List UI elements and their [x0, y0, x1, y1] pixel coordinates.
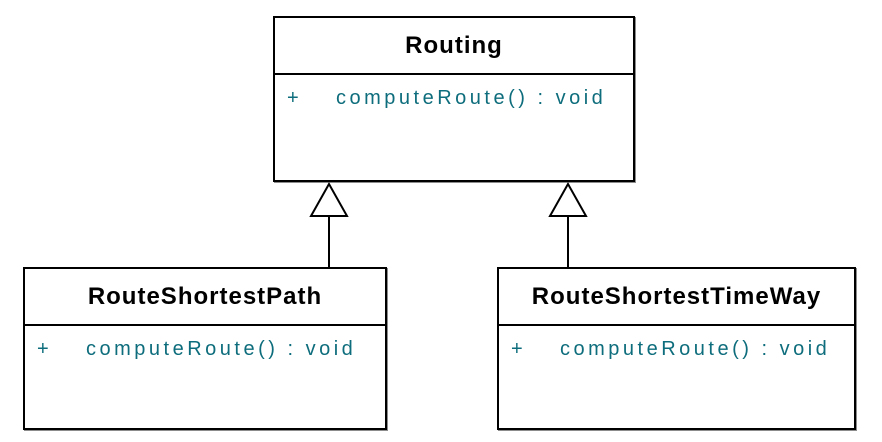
method-row: + computeRoute() : void [25, 326, 385, 361]
hollow-triangle-arrowhead-icon [309, 181, 349, 217]
class-name-routeshortesttimeway: RouteShortestTimeWay [499, 269, 854, 326]
method-visibility: + [287, 87, 303, 109]
class-method-compartment: + computeRoute() : void [25, 326, 385, 361]
method-row: + computeRoute() : void [275, 75, 633, 110]
generalization-arrow-routeshortesttimeway-to-routing [548, 181, 588, 267]
class-box-routing: Routing + computeRoute() : void [273, 16, 635, 182]
method-signature: computeRoute() : void [86, 338, 357, 360]
method-signature: computeRoute() : void [560, 338, 831, 360]
method-signature: computeRoute() : void [336, 87, 607, 109]
method-visibility: + [511, 338, 527, 360]
class-box-routeshortestpath: RouteShortestPath + computeRoute() : voi… [23, 267, 387, 430]
hollow-triangle-arrowhead-icon [548, 181, 588, 217]
class-box-routeshortesttimeway: RouteShortestTimeWay + computeRoute() : … [497, 267, 856, 430]
class-method-compartment: + computeRoute() : void [499, 326, 854, 361]
generalization-arrow-routeshortestpath-to-routing [309, 181, 349, 267]
method-row: + computeRoute() : void [499, 326, 854, 361]
method-visibility: + [37, 338, 53, 360]
class-name-routeshortestpath: RouteShortestPath [25, 269, 385, 326]
class-method-compartment: + computeRoute() : void [275, 75, 633, 110]
class-name-routing: Routing [275, 18, 633, 75]
